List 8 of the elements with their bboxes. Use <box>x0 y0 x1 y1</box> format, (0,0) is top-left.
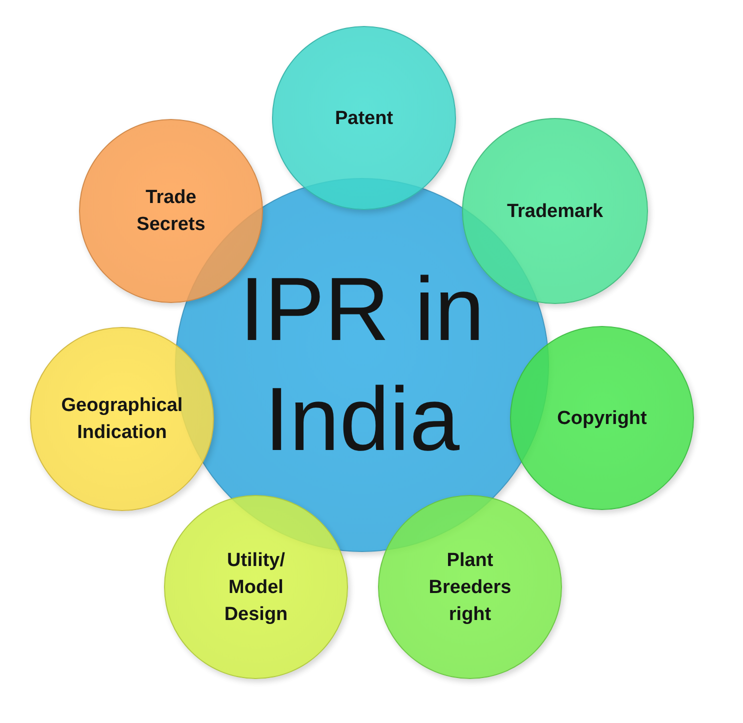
topic-label: Trade Secrets <box>136 186 206 237</box>
topic-label: Patent <box>334 106 394 130</box>
topic-label: Geographical Indication <box>60 394 184 445</box>
topic-label: Copyright <box>556 406 648 430</box>
topic-label: Trademark <box>506 200 604 224</box>
topic-label: Utility/ Model Design <box>223 548 289 626</box>
topic-label: Plant Breeders right <box>428 548 512 626</box>
center-title: IPR in India <box>238 259 486 472</box>
